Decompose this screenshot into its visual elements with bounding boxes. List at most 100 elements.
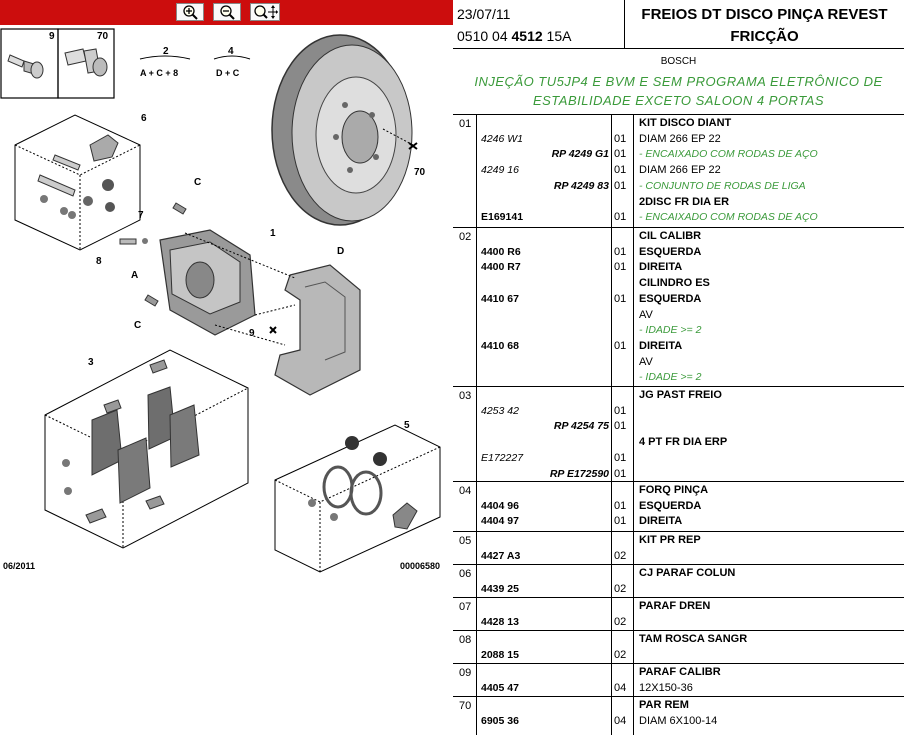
box-5-parts xyxy=(308,436,418,530)
part-description: KIT PR REP xyxy=(639,534,701,546)
code-suffix: 15A xyxy=(546,28,572,44)
part-description: DIREITA xyxy=(639,261,683,274)
part-description: PAR REM xyxy=(639,699,689,711)
diagram-ref: 00006580 xyxy=(400,561,441,571)
part-number[interactable]: 4428 13 xyxy=(481,615,519,628)
part-description: - CONJUNTO DE RODAS DE LIGA xyxy=(639,179,806,192)
box-5-drawing xyxy=(274,424,441,573)
quantity: 01 xyxy=(614,211,627,224)
callout-4: 4 xyxy=(228,46,234,57)
callout-2: 2 xyxy=(163,46,169,57)
quantity: 01 xyxy=(614,420,627,433)
part-number[interactable]: 4249 16 xyxy=(481,164,519,177)
parts-list-pane: 23/07/11 0510 04 4512 15A FREIOS DT DISC… xyxy=(453,0,904,735)
callout-d: D xyxy=(337,246,345,257)
row-ref: 08 xyxy=(459,634,472,646)
part-description: ESQUERDA xyxy=(639,245,702,258)
part-number[interactable]: RP 4249 G1 xyxy=(551,148,609,161)
part-description: PARAF CALIBR xyxy=(639,666,721,678)
callout-a: A xyxy=(131,270,139,281)
brake-pads-drawing xyxy=(62,359,200,524)
quantity: 02 xyxy=(614,648,627,661)
part-description: FORQ PINÇA xyxy=(639,484,709,496)
quantity: 01 xyxy=(614,132,627,145)
part-number[interactable]: E172227 xyxy=(481,451,524,464)
zoom-out-button[interactable] xyxy=(213,3,241,21)
part-description: DIREITA xyxy=(639,515,683,528)
part-number[interactable]: RP 4254 75 xyxy=(553,420,609,433)
part-description: TAM ROSCA SANGR xyxy=(639,633,748,645)
quantity: 01 xyxy=(614,148,627,161)
quantity: 01 xyxy=(614,179,627,192)
part-number[interactable]: 2088 15 xyxy=(481,648,519,661)
part-description: - IDADE >= 2 xyxy=(639,324,702,337)
part-number[interactable]: 4253 42 xyxy=(481,404,519,417)
diagram-date: 06/2011 xyxy=(3,561,36,571)
part-number[interactable]: RP E172590 xyxy=(549,467,609,480)
box-6-drawing xyxy=(14,114,141,251)
part-description: 4 PT FR DIA ERP xyxy=(639,436,728,449)
quantity: 01 xyxy=(614,451,627,464)
part-number[interactable]: 4439 25 xyxy=(481,582,519,595)
callout-9-caliper: 9 xyxy=(249,328,255,339)
zoom-out-icon xyxy=(220,5,235,20)
quantity: 04 xyxy=(614,714,627,727)
code-prefix: 0510 04 xyxy=(457,28,508,44)
part-description: CJ PARAF COLUN xyxy=(639,567,736,579)
part-description: ESQUERDA xyxy=(639,499,702,512)
catalog-date: 23/07/11 xyxy=(457,6,511,22)
callout-1: 1 xyxy=(270,228,276,239)
zoom-in-button[interactable] xyxy=(176,3,204,21)
part-number[interactable]: 4405 47 xyxy=(481,681,519,694)
quantity: 01 xyxy=(614,515,627,528)
row-ref: 03 xyxy=(459,390,472,402)
zoom-in-icon xyxy=(183,5,198,20)
row-ref: 05 xyxy=(459,535,472,547)
formula-4: D + C xyxy=(216,68,240,78)
row-ref: 09 xyxy=(459,667,472,679)
callout-5: 5 xyxy=(404,420,410,431)
zoom-fit-button[interactable] xyxy=(250,3,280,21)
part-description: DIAM 266 EP 22 xyxy=(639,164,721,177)
box-6-parts xyxy=(37,134,119,219)
quantity: 02 xyxy=(614,582,627,595)
part-description: DIAM 6X100-14 xyxy=(639,714,718,727)
part-number[interactable]: 4404 97 xyxy=(481,515,519,528)
part-number[interactable]: 4246 W1 xyxy=(481,132,524,145)
part-number[interactable]: 4404 96 xyxy=(481,499,519,512)
part-number[interactable]: 4400 R7 xyxy=(481,261,521,274)
part-description: JG PAST FREIO xyxy=(639,389,722,401)
caliper-bracket-drawing xyxy=(274,264,361,396)
callout-8: 8 xyxy=(96,256,102,267)
quantity: 01 xyxy=(614,164,627,177)
brand-label: BOSCH xyxy=(660,56,697,67)
part-number[interactable]: 4410 67 xyxy=(481,292,519,305)
row-ref: 70 xyxy=(459,700,472,712)
quantity: 01 xyxy=(614,261,627,274)
part-number[interactable]: 6905 36 xyxy=(481,714,519,727)
page-title: FREIOS DT DISCO PINÇA REVEST FRICÇÃO xyxy=(641,6,888,45)
part-number[interactable]: 4410 68 xyxy=(481,339,519,352)
callout-c-bottom: C xyxy=(134,320,142,331)
row-ref: 06 xyxy=(459,568,472,580)
part-number[interactable]: 4427 A3 xyxy=(481,549,521,562)
part-number[interactable]: RP 4249 83 xyxy=(553,179,609,192)
row-ref: 02 xyxy=(459,231,472,243)
part-description: - IDADE >= 2 xyxy=(639,371,702,384)
part-description: DIREITA xyxy=(639,339,683,352)
exploded-parts-diagram xyxy=(0,28,441,573)
diagram-pane: 9 70 2 A + C + 8 4 D + C 6 1 70 C 7 8 A … xyxy=(0,0,453,573)
row-ref: 01 xyxy=(459,118,472,130)
caliper-body-drawing xyxy=(159,229,256,336)
part-number[interactable]: 4400 R6 xyxy=(481,245,521,258)
quantity: 02 xyxy=(614,549,627,562)
part-description: PARAF DREN xyxy=(639,600,711,612)
quantity: 01 xyxy=(614,499,627,512)
callout-6: 6 xyxy=(141,113,147,124)
part-description: KIT DISCO DIANT xyxy=(639,117,732,129)
part-description: - ENCAIXADO COM RODAS DE AÇO xyxy=(639,148,818,161)
part-number[interactable]: E169141 xyxy=(481,211,524,224)
box-part-70 xyxy=(57,28,115,99)
quantity: 01 xyxy=(614,467,627,480)
part-description: 2DISC FR DIA ER xyxy=(639,195,730,208)
